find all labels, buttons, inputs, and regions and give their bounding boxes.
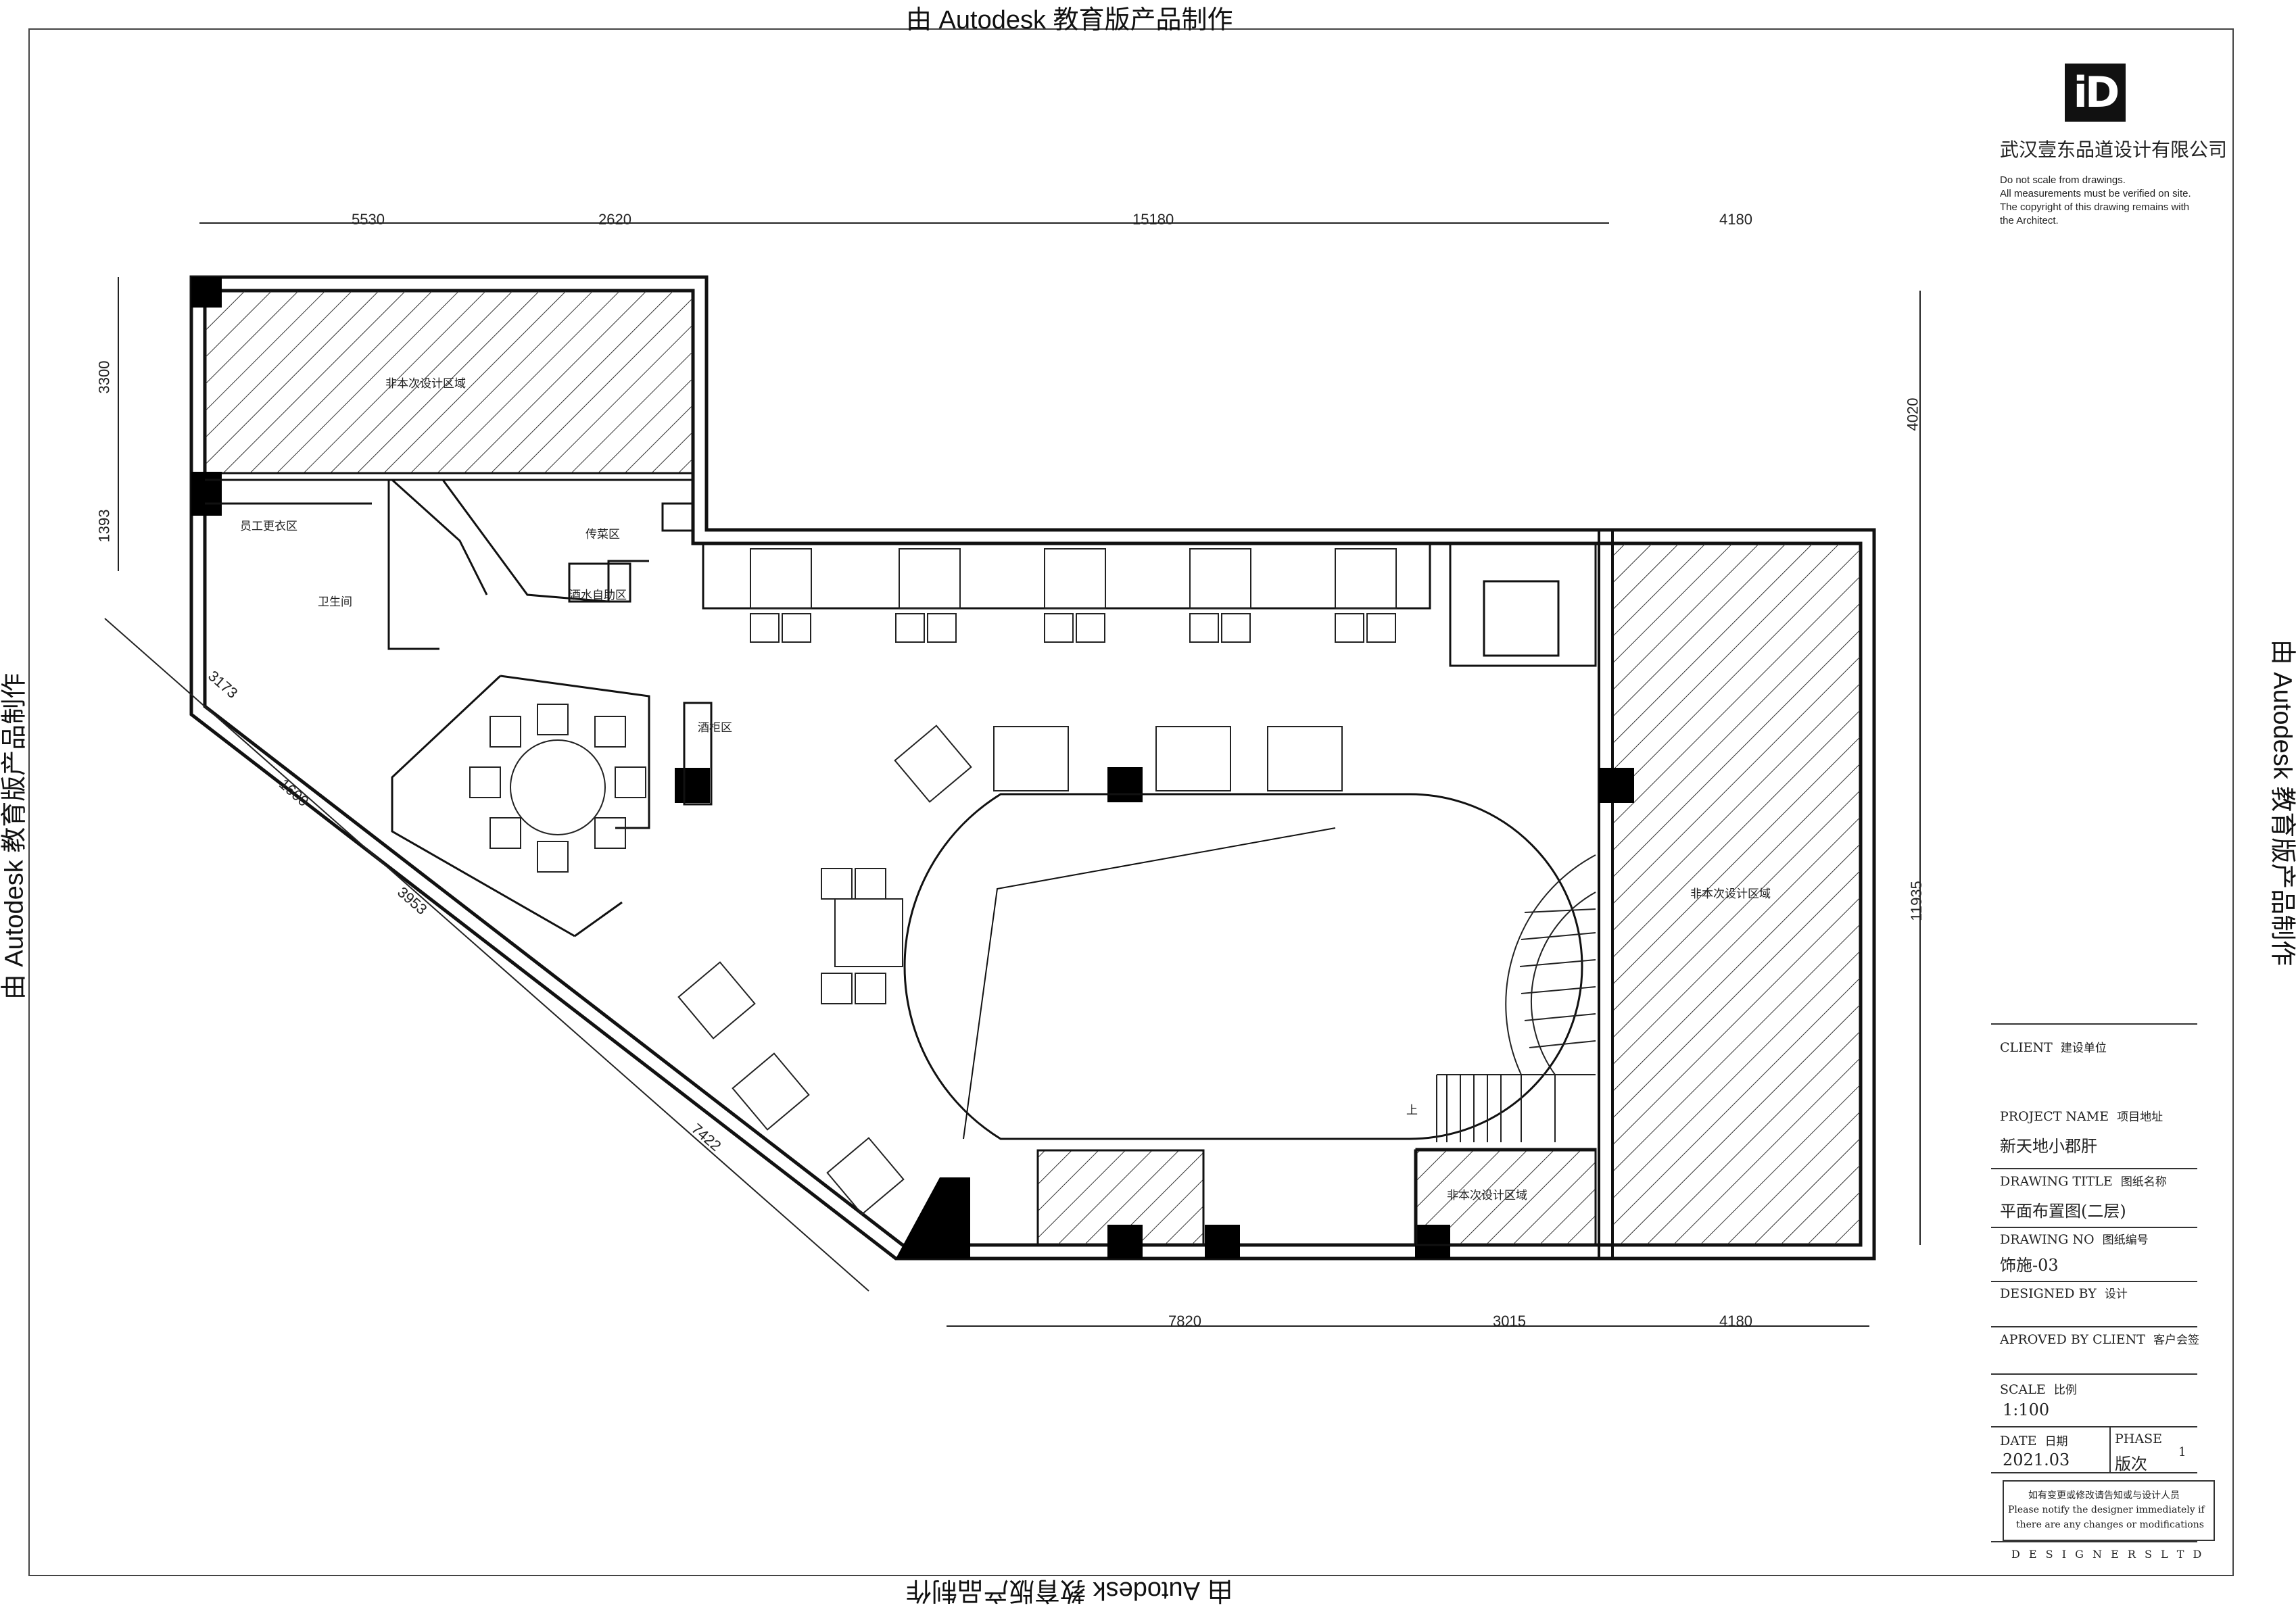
label-bar: 酒柜区	[698, 721, 732, 735]
tb-scale-label: SCALE 比例	[2000, 1382, 2077, 1397]
tb-line-v	[2109, 1426, 2111, 1472]
tb-client-label: CLIENT 建设单位	[2000, 1040, 2107, 1055]
tb-title-value: 平面布置图(二层)	[2000, 1202, 2126, 1221]
disclaimer-1: Do not scale from drawings.	[2000, 174, 2126, 186]
company-logo: iD	[2065, 64, 2126, 122]
label-serving: 传菜区	[585, 528, 620, 541]
disclaimer-3: The copyright of this drawing remains wi…	[2000, 201, 2190, 213]
side-tables	[677, 725, 972, 1215]
columns	[191, 277, 1634, 1259]
tb-date-label: DATE 日期	[2000, 1434, 2068, 1448]
label-excluded-bottom: 非本次设计区域	[1447, 1189, 1527, 1202]
notice-en-1: Please notify the designer immediately i…	[2008, 1505, 2205, 1515]
tb-line-1	[1991, 1023, 2197, 1025]
dim-top-1: 5530	[352, 211, 385, 228]
dim-bottom-1: 7820	[1168, 1313, 1201, 1329]
staircase	[1436, 854, 1596, 1142]
label-staff-locker: 员工更衣区	[240, 520, 297, 533]
tb-line-4	[1991, 1281, 2197, 1282]
dim-left-1: 3300	[95, 360, 113, 394]
dimension-lines	[104, 222, 1921, 1327]
disclaimer-4: the Architect.	[2000, 215, 2059, 226]
tb-scale-value: 1:100	[2003, 1400, 2050, 1419]
company-name: 武汉壹东品道设计有限公司	[2000, 139, 2228, 161]
central-void	[903, 793, 1583, 1140]
partitions	[205, 479, 1597, 1246]
label-excluded-right: 非本次设计区域	[1690, 887, 1771, 901]
tb-line-8	[1991, 1472, 2197, 1473]
notice-en-2: there are any changes or modifications	[2016, 1519, 2204, 1530]
tb-line-9	[1991, 1541, 2197, 1542]
notice-box	[2003, 1480, 2215, 1541]
tb-title-label: DRAWING TITLE 图纸名称	[2000, 1174, 2167, 1189]
dim-top-4: 4180	[1719, 211, 1752, 228]
tb-line-2	[1991, 1168, 2197, 1169]
tb-line-7	[1991, 1426, 2197, 1427]
notice-cn: 如有变更或修改请告知或与设计人员	[2028, 1490, 2180, 1501]
dim-right-2: 11935	[1907, 881, 1925, 921]
dim-bottom-3: 4180	[1719, 1313, 1752, 1329]
tb-project-label: PROJECT NAME 项目地址	[2000, 1109, 2163, 1124]
tb-project-value: 新天地小郡肝	[2000, 1137, 2097, 1156]
tb-no-value: 饰施-03	[2000, 1256, 2059, 1275]
dim-top-3: 15180	[1132, 211, 1174, 228]
tb-phase-cn: 版次	[2115, 1455, 2147, 1473]
dim-right-1: 4020	[1904, 397, 1921, 431]
tb-line-5	[1991, 1326, 2197, 1327]
tb-date-value: 2021.03	[2003, 1450, 2070, 1469]
dim-top-2: 2620	[598, 211, 631, 228]
tb-line-3	[1991, 1227, 2197, 1228]
watermark-top: 由 Autodesk 教育版产品制作	[906, 6, 1233, 34]
round-table	[469, 704, 646, 873]
disclaimer-2: All measurements must be verified on sit…	[2000, 188, 2191, 199]
tb-footer: D E S I G N E R S L T D	[2011, 1548, 2205, 1561]
label-drinks: 酒水自助区	[569, 589, 627, 602]
tb-phase-value: 1	[2178, 1445, 2186, 1459]
dim-left-2: 1393	[95, 509, 113, 543]
tb-approved-label: APROVED BY CLIENT 客户会签	[2000, 1332, 2200, 1347]
drawing-frame	[28, 28, 2234, 1576]
label-up: 上	[1406, 1104, 1418, 1117]
label-toilet: 卫生间	[318, 595, 352, 609]
dim-bottom-2: 3015	[1493, 1313, 1526, 1329]
tb-phase-label: PHASE	[2115, 1432, 2162, 1446]
tb-designed-label: DESIGNED BY 设计	[2000, 1286, 2128, 1301]
tb-no-label: DRAWING NO 图纸编号	[2000, 1232, 2149, 1247]
label-excluded-top: 非本次设计区域	[385, 377, 466, 391]
excluded-area-top	[204, 289, 694, 474]
booths	[750, 548, 1397, 791]
tb-line-6	[1991, 1373, 2197, 1375]
